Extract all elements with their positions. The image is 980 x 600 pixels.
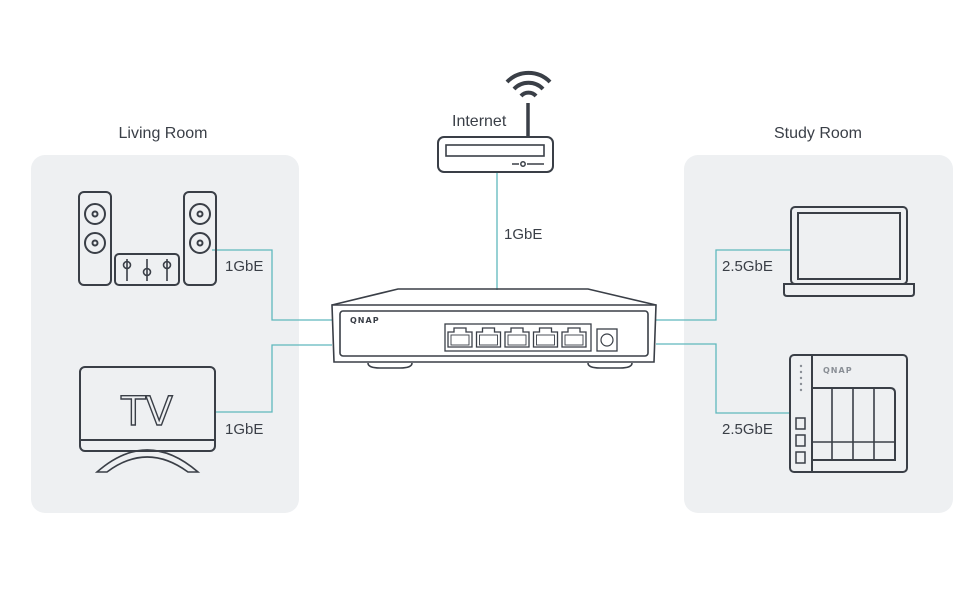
living-room-label: Living Room [118, 125, 208, 142]
nas-brand-logo: QNAP [823, 366, 853, 375]
ethernet-port-inner [450, 334, 470, 346]
ethernet-port-inner [507, 334, 527, 346]
ethernet-port-inner [479, 334, 498, 346]
link-tv-to-switch [216, 344, 332, 413]
ethernet-port-icon [504, 327, 530, 348]
internet-label: Internet [452, 113, 507, 130]
speaker-system-icon [78, 191, 217, 286]
nas-status-leds [799, 364, 803, 392]
speaker-link-speed: 1GbE [225, 258, 264, 275]
ethernet-port-inner [564, 334, 584, 346]
network-switch-icon [331, 288, 657, 369]
wifi-icon [505, 71, 552, 98]
study-room-label: Study Room [773, 125, 863, 142]
link-speaker-to-switch [212, 249, 332, 321]
router-icon [437, 103, 554, 173]
tv-icon [79, 366, 216, 473]
ethernet-port-icon [447, 327, 473, 348]
tv-screen-text: TV [120, 389, 173, 435]
link-laptop-to-switch [656, 249, 790, 321]
switch-ports [447, 327, 587, 348]
ethernet-port-inner [536, 334, 555, 346]
ethernet-port-icon [532, 327, 559, 348]
study-room-panel [684, 155, 953, 513]
link-lines [212, 172, 790, 414]
ethernet-port-icon [561, 327, 587, 348]
laptop-icon [783, 206, 915, 297]
nas-icon [789, 354, 908, 473]
laptop-link-speed: 2.5GbE [722, 258, 773, 275]
router-link-speed: 1GbE [504, 226, 543, 243]
nas-link-speed: 2.5GbE [722, 421, 773, 438]
tv-link-speed: 1GbE [225, 421, 264, 438]
switch-brand-logo: QNAP [350, 316, 380, 325]
ethernet-port-icon [475, 327, 502, 348]
link-nas-to-switch [656, 343, 790, 414]
